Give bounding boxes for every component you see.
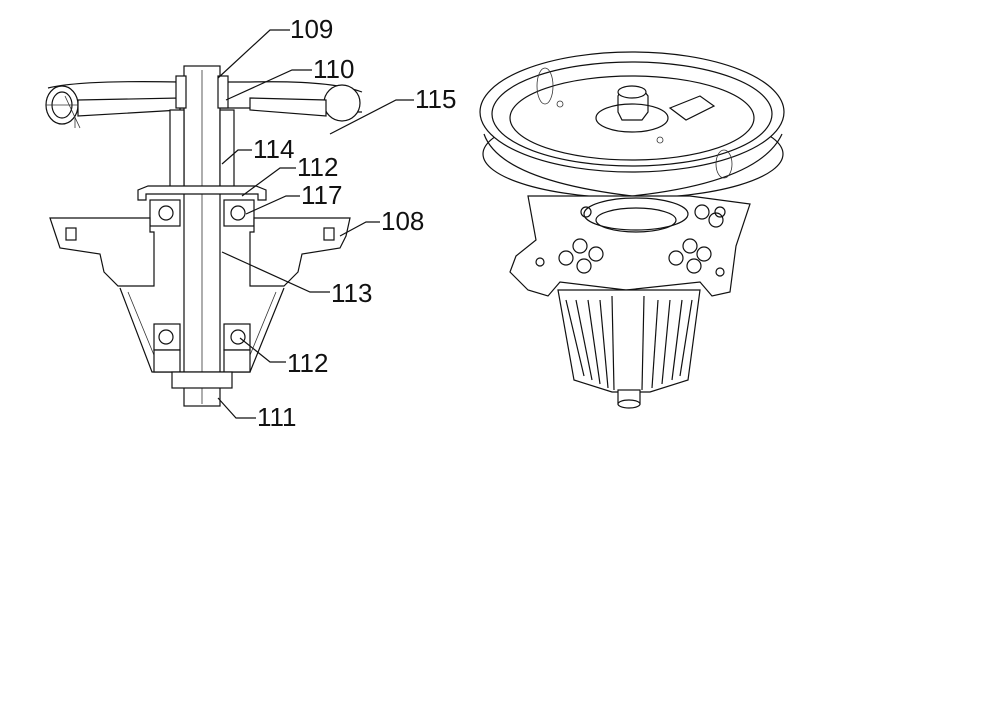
label-115: 115 [415,84,456,114]
leader-lines-left [217,29,414,419]
bearing-cap [137,185,267,201]
lower-bearing [153,323,251,351]
label-112-upper: 112 [297,152,338,182]
pulley-section [45,81,363,129]
housing [49,217,351,389]
label-108: 108 [381,206,424,236]
perspective-view [479,51,785,409]
spacer-sleeve [169,109,185,191]
label-111: 111 [257,402,297,432]
upper-bearing [149,199,255,227]
spindle-housing-cone [557,289,701,409]
label-117: 117 [301,180,342,210]
label-113: 113 [331,278,372,308]
label-112-lower: 112 [287,348,328,378]
hex-nut [595,85,716,133]
mounting-flange [509,195,751,297]
label-109: 109 [290,14,333,44]
spacer-sleeve-right [219,109,235,191]
cross-section-view: 109 110 115 114 112 117 108 113 112 111 [45,14,456,432]
label-114: 114 [253,134,294,164]
label-110: 110 [313,54,354,84]
pulley-perspective [479,51,785,199]
shaft [175,65,229,407]
